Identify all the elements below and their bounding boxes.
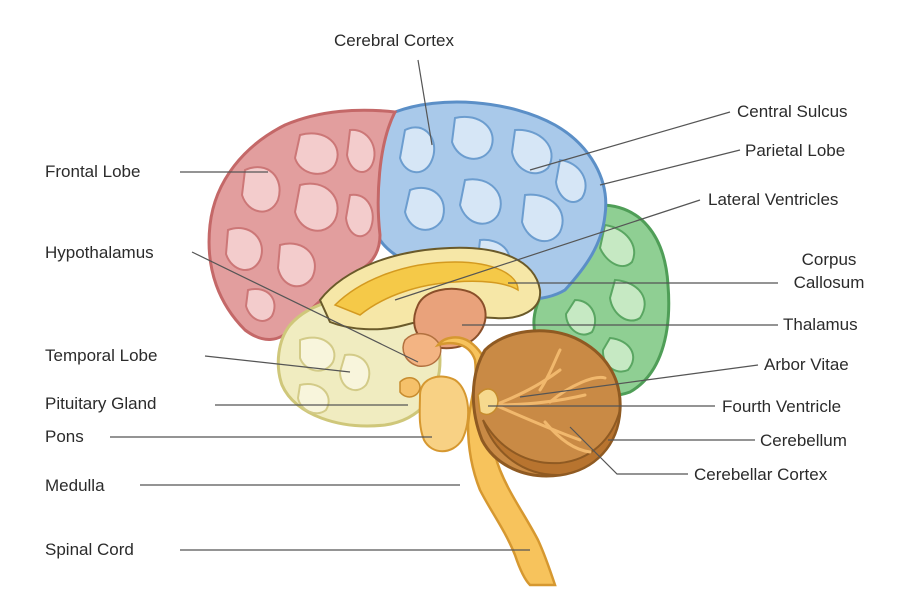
leader-cerebellar-cortex xyxy=(569,426,688,475)
leader-temporal-lobe xyxy=(204,355,351,373)
temporal-gyri xyxy=(296,336,371,415)
label-arbor-vitae: Arbor Vitae xyxy=(764,355,849,374)
label-cerebellum: Cerebellum xyxy=(760,431,847,450)
frontal-gyri xyxy=(224,128,376,322)
pons-shape xyxy=(418,375,470,453)
label-hypothalamus: Hypothalamus xyxy=(45,243,154,262)
label-cerebellar-cortex: Cerebellar Cortex xyxy=(694,465,828,484)
label-cerebral-cortex: Cerebral Cortex xyxy=(334,31,454,50)
leader-lines xyxy=(110,59,778,551)
label-pituitary-gland: Pituitary Gland xyxy=(45,394,157,413)
label-medulla: Medulla xyxy=(45,476,105,495)
label-lateral-ventricles: Lateral Ventricles xyxy=(708,190,839,209)
label-temporal-lobe: Temporal Lobe xyxy=(45,346,158,365)
parietal-gyri xyxy=(398,115,587,276)
label-spinal-cord: Spinal Cord xyxy=(45,540,134,559)
hypothalamus-shape xyxy=(402,333,442,367)
cerebellar-cortex-shape xyxy=(482,409,621,477)
leader-arbor-vitae xyxy=(519,364,759,398)
label-central-sulcus: Central Sulcus xyxy=(737,102,848,121)
label-corpus-callosum-line2: Callosum xyxy=(793,273,865,292)
fourth-ventricle-shape xyxy=(477,388,499,416)
label-fourth-ventricle: Fourth Ventricle xyxy=(722,397,842,416)
occipital-gyri xyxy=(564,223,646,373)
label-corpus-callosum-line1: Corpus xyxy=(801,250,857,269)
leader-lateral-ventricles xyxy=(394,199,701,301)
label-parietal-lobe: Parietal Lobe xyxy=(745,141,846,160)
leader-cerebral-cortex xyxy=(417,59,433,146)
pituitary-shape xyxy=(399,377,421,398)
thalamus-shape xyxy=(413,287,487,350)
leader-parietal-lobe xyxy=(599,149,741,186)
label-pons: Pons xyxy=(45,427,84,446)
leader-hypothalamus xyxy=(191,251,419,363)
label-thalamus: Thalamus xyxy=(783,315,858,334)
label-frontal-lobe: Frontal Lobe xyxy=(45,162,141,181)
arbor-vitae-branches xyxy=(493,348,607,454)
leader-central-sulcus xyxy=(529,111,731,171)
